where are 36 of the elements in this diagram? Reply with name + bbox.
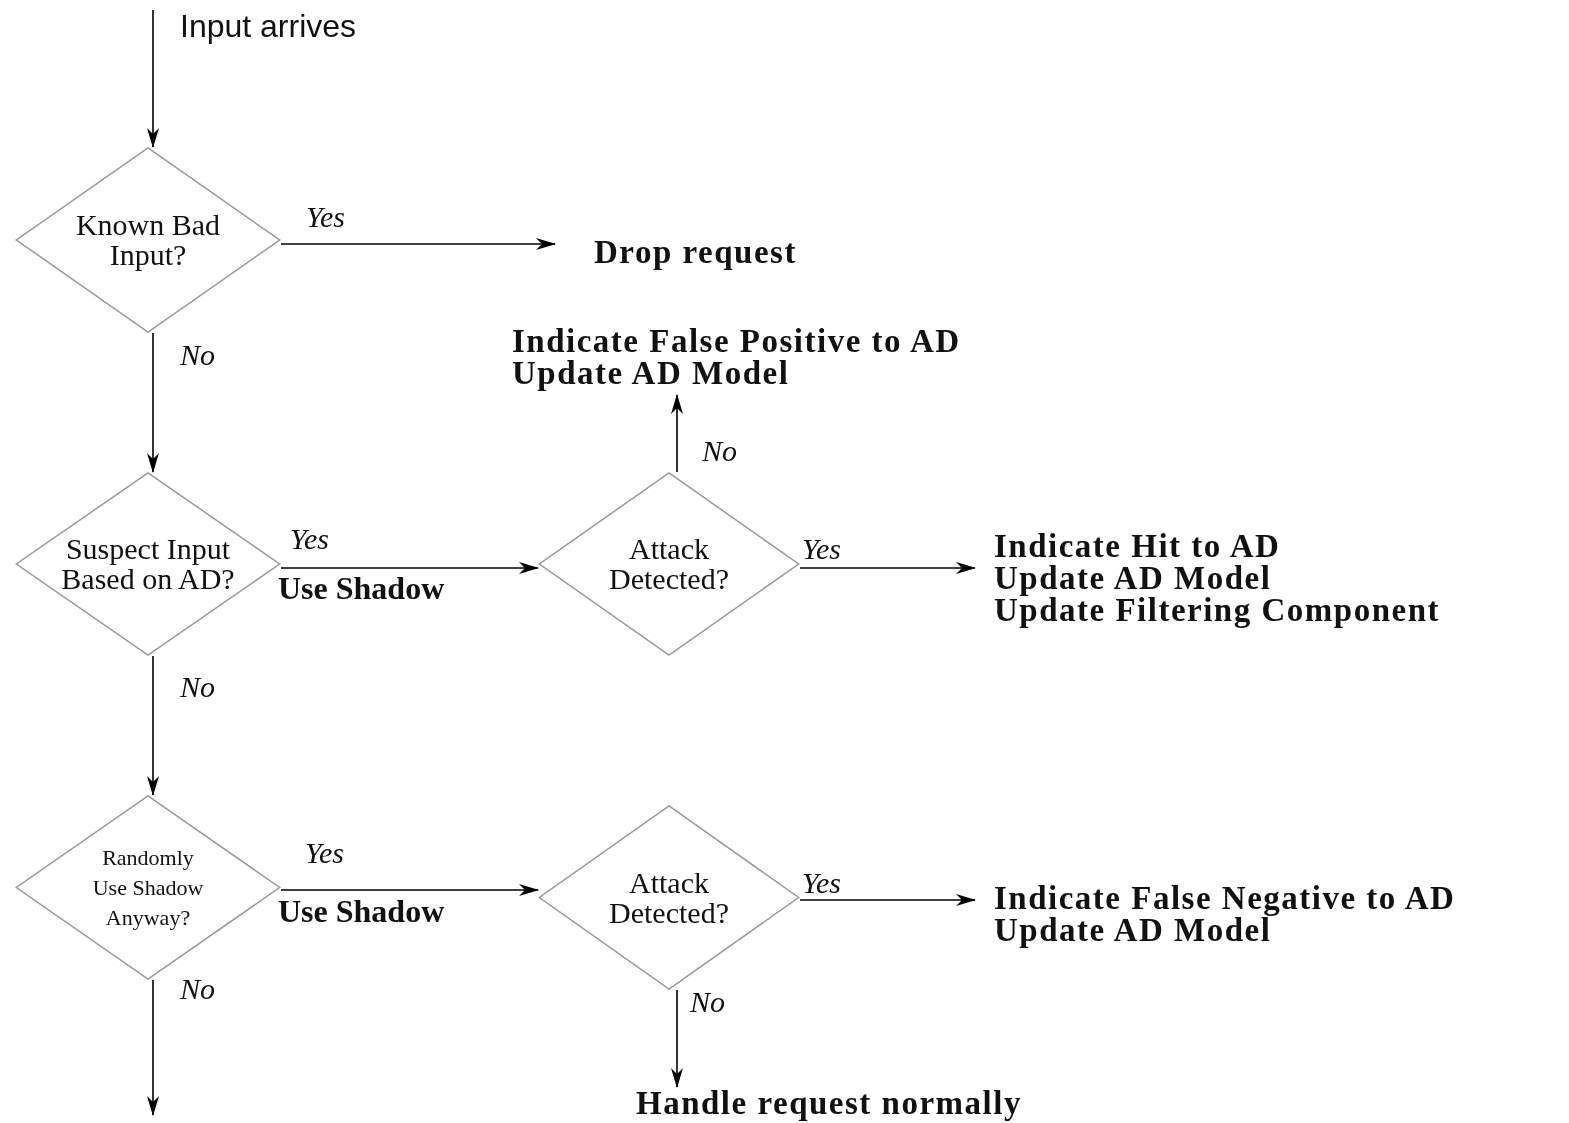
decision-text: Attack Detected? xyxy=(608,867,730,928)
decision-text: Known Bad Input? xyxy=(74,210,222,270)
arrow xyxy=(280,238,556,250)
arrow xyxy=(147,332,159,473)
outcome-text: Handle request normally xyxy=(636,1087,1022,1119)
edge-label: No xyxy=(690,985,725,1019)
edge-label: No xyxy=(702,434,737,468)
decision-text: Suspect Input Based on AD? xyxy=(60,534,236,594)
arrow xyxy=(147,655,159,796)
arrow xyxy=(147,9,159,148)
outcome-text: Indicate False Negative to AD xyxy=(994,882,1456,914)
arrow xyxy=(799,562,976,574)
arrow xyxy=(671,989,683,1088)
edge-label: No xyxy=(180,338,215,372)
edge-label: Yes xyxy=(306,200,345,234)
edge-note: Use Shadow xyxy=(278,570,445,607)
outcome-text: Indicate Hit to AD xyxy=(994,530,1282,562)
outcome-text: Indicate False Positive to AD xyxy=(512,325,961,357)
edge-label: Yes xyxy=(802,866,841,900)
decision-text: Randomly Use Shadow Anyway? xyxy=(91,843,205,932)
arrow xyxy=(799,894,976,906)
decision-text: Attack Detected? xyxy=(608,534,730,594)
edge-label: Yes xyxy=(305,836,344,870)
edge-label: No xyxy=(180,670,215,704)
arrow xyxy=(280,562,539,574)
edge-note: Use Shadow xyxy=(278,893,445,930)
edge-label: Yes xyxy=(802,532,841,566)
outcome-text: Update AD Model xyxy=(512,357,791,389)
start-label: Input arrives xyxy=(180,8,357,45)
outcome-text: Update AD Model xyxy=(994,562,1273,594)
arrow xyxy=(147,979,159,1116)
arrow xyxy=(671,394,683,473)
edge-label: Yes xyxy=(290,522,329,556)
edge-label: No xyxy=(180,972,215,1006)
outcome-text: Drop request xyxy=(594,236,797,268)
arrow xyxy=(280,884,539,896)
